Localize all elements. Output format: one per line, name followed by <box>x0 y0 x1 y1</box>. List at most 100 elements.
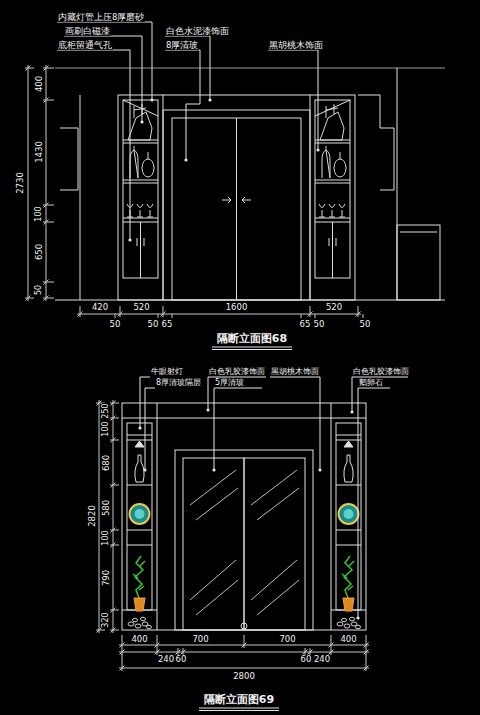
leader-line <box>268 50 318 150</box>
title-underline <box>212 349 292 350</box>
extension-line <box>110 418 119 419</box>
partition-elevation-69 <box>336 435 361 436</box>
partition-elevation-68 <box>140 222 141 278</box>
leader-dot <box>316 148 319 151</box>
extension-line <box>331 635 332 648</box>
dimension-text: 240 <box>313 655 331 664</box>
extension-line <box>43 100 54 101</box>
dimension-text: 2820 <box>88 504 97 528</box>
dimension-text: 790 <box>102 568 111 586</box>
dimension-text: 50 <box>313 320 326 329</box>
extension-line <box>157 635 158 648</box>
leader-line <box>165 36 210 100</box>
dimension-text: 250 <box>102 402 110 419</box>
extension-line <box>172 314 173 318</box>
callout-text: 白色乳胶漆饰面 <box>208 368 266 376</box>
leader-dot <box>138 426 141 429</box>
dimension-line <box>119 668 369 669</box>
partition-elevation-69 <box>157 403 158 630</box>
partition-elevation-69 <box>336 530 361 531</box>
leader-line <box>145 388 155 470</box>
leader-dot <box>184 158 187 161</box>
extension-line <box>366 648 367 655</box>
title-underline <box>199 708 279 709</box>
extension-line <box>310 306 311 317</box>
dimension-text: 100 <box>35 205 43 222</box>
dimension-text: 680 <box>102 453 111 471</box>
callout-text: 画刷白磁漆 <box>64 27 111 36</box>
extension-line <box>115 314 116 318</box>
callout-text: 黑胡桃木饰面 <box>270 368 320 376</box>
dimension-text: 420 <box>91 303 109 312</box>
partition-elevation-69 <box>241 623 247 629</box>
extension-line <box>43 222 54 223</box>
partition-elevation-68 <box>336 238 337 246</box>
leader-dot <box>206 408 209 411</box>
partition-elevation-68 <box>315 100 350 278</box>
dimension-line <box>113 400 114 633</box>
leader-line <box>214 388 262 470</box>
callout-text: 鹅卵石 <box>358 379 384 387</box>
extension-line <box>80 306 81 317</box>
dimension-text: 100 <box>102 529 110 546</box>
dimension-line <box>99 400 100 633</box>
extension-line <box>110 530 119 531</box>
leader-dot <box>128 238 131 241</box>
partition-elevation-68 <box>222 197 231 203</box>
dimension-text: 400 <box>35 75 44 93</box>
partition-elevation-68 <box>310 95 355 300</box>
dimension-text: 320 <box>102 611 110 628</box>
dimension-text: 50 <box>359 320 372 329</box>
partition-elevation-68 <box>123 180 158 181</box>
partition-elevation-68 <box>315 180 350 181</box>
dimension-text: 2800 <box>232 672 256 681</box>
leader-line <box>358 388 390 618</box>
partition-elevation-69 <box>122 403 366 630</box>
partition-elevation-69 <box>127 530 152 531</box>
extension-line <box>158 314 159 318</box>
partition-elevation-69 <box>127 435 152 436</box>
partition-elevation-69 <box>337 441 361 629</box>
partition-elevation-68 <box>55 68 445 300</box>
callout-text: 8厚清玻 <box>165 41 199 50</box>
partition-elevation-68 <box>60 128 78 190</box>
extension-line <box>43 298 54 299</box>
extension-line <box>110 545 119 546</box>
extension-line <box>122 635 123 648</box>
callout-text: 白色水泥漆饰面 <box>165 27 230 36</box>
dimension-lines <box>25 65 369 671</box>
dimension-text: 580 <box>102 498 111 516</box>
extension-line <box>110 440 119 441</box>
callout-text: 白色乳胶漆饰面 <box>352 368 410 376</box>
partition-elevation-69 <box>127 485 152 486</box>
dimension-text: 700 <box>278 635 296 644</box>
leader-dot <box>150 98 153 101</box>
partition-elevation-68 <box>163 95 310 96</box>
extension-line <box>363 314 364 318</box>
partition-elevation-68 <box>315 218 350 219</box>
extension-line <box>25 298 34 299</box>
dimension-line <box>28 65 29 301</box>
callout-text: 5厚清玻 <box>214 379 245 387</box>
leader-line <box>352 377 408 378</box>
extension-line <box>122 648 123 655</box>
leader-dot <box>212 468 215 471</box>
partition-elevation-68 <box>358 95 394 190</box>
drawing-title: 隔断立面图68 <box>216 333 288 344</box>
dimension-text: 60 <box>175 655 188 664</box>
leader-dot <box>350 410 353 413</box>
partition-elevation-69 <box>251 470 299 615</box>
extension-line <box>315 314 316 318</box>
partition-elevation-69 <box>336 485 361 486</box>
extension-line <box>301 314 302 318</box>
dimension-text: 65 <box>161 320 174 329</box>
partition-elevation-68 <box>144 238 145 246</box>
partition-elevation-68 <box>315 143 350 144</box>
extension-line <box>25 68 34 69</box>
dimension-text: 100 <box>102 420 110 437</box>
dimension-text: 50 <box>147 320 160 329</box>
leader-line <box>208 377 266 410</box>
dimension-text: 520 <box>132 303 150 312</box>
dimension-text: 520 <box>325 303 343 312</box>
